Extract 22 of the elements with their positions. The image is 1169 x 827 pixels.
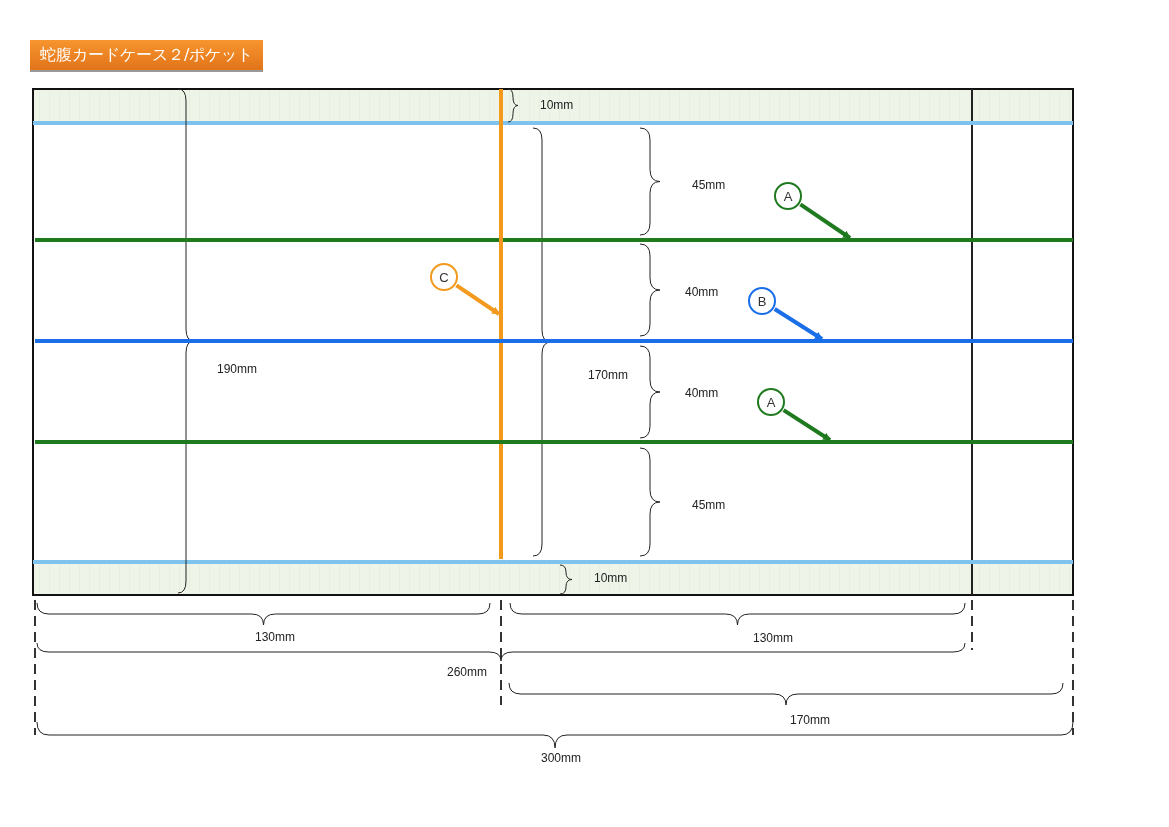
dimension-label: 45mm xyxy=(692,178,726,192)
dimension-label: 170mm xyxy=(790,713,830,727)
callout-letter: B xyxy=(748,287,776,315)
callout-letter: C xyxy=(430,263,458,291)
dimension-label: 130mm xyxy=(255,630,295,644)
leader-arrow xyxy=(773,307,824,341)
dimension-label: 45mm xyxy=(692,498,726,512)
dimension-label: 40mm xyxy=(685,386,719,400)
title-banner: 蛇腹カードケース２/ポケット xyxy=(30,40,264,70)
dimension-label: 300mm xyxy=(541,751,581,765)
leader-arrow xyxy=(455,283,501,316)
dimension-label: 10mm xyxy=(594,571,628,585)
dimension-label: 260mm xyxy=(447,665,487,679)
dimension-label: 40mm xyxy=(685,285,719,299)
dimension-label: 170mm xyxy=(588,368,628,382)
dimension-label: 190mm xyxy=(217,362,257,376)
callout-letter: A xyxy=(774,182,802,210)
leader-arrow xyxy=(799,202,852,240)
callout-letter: A xyxy=(757,388,785,416)
dimension-label: 10mm xyxy=(540,98,574,112)
dimension-label: 130mm xyxy=(753,631,793,645)
leader-arrow xyxy=(782,408,832,442)
